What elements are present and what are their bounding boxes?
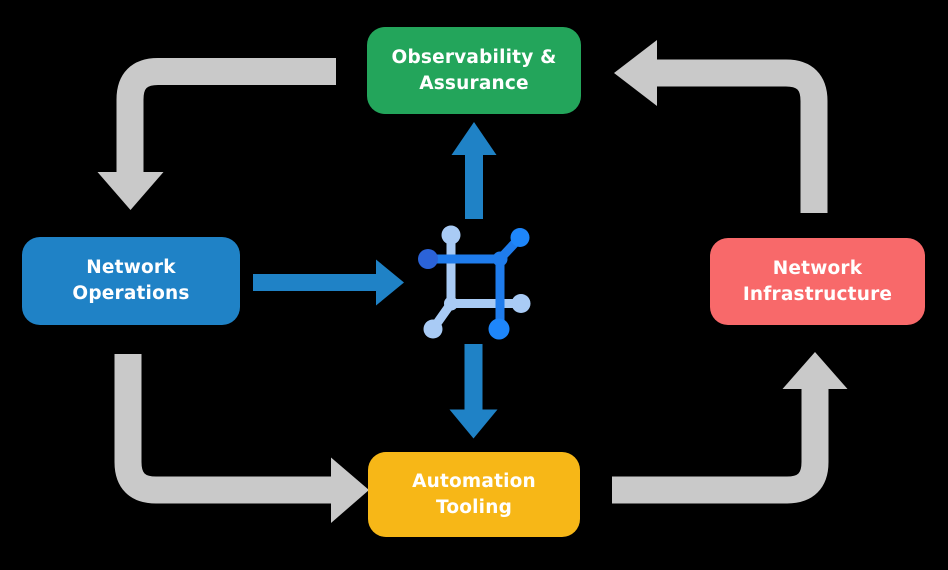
node-automation-tooling: Automation Tooling (368, 452, 580, 537)
network-fabric-icon (418, 225, 531, 340)
node-label-line: Automation (412, 470, 536, 492)
node-network-infrastructure: Network Infrastructure (710, 238, 925, 325)
node-label-line: Operations (72, 283, 190, 304)
arrow-observability-to-operations (97, 58, 336, 210)
node-label-line: Assurance (419, 72, 529, 94)
arrow-operations-to-automation (114, 354, 369, 523)
arrow-automation-to-infrastructure (612, 352, 848, 504)
arrow-operations-to-center (253, 259, 404, 306)
node-label-line: Observability & (391, 46, 557, 68)
node-label-line: Network (86, 257, 176, 278)
node-label-line: Tooling (435, 496, 513, 518)
arrow-infrastructure-to-observability (614, 40, 828, 213)
arrow-center-to-automation (449, 344, 498, 439)
node-network-operations: Network Operations (22, 237, 240, 325)
arrow-center-to-observability (451, 122, 497, 219)
node-label-line: Infrastructure (742, 283, 893, 305)
node-observability-assurance: Observability & Assurance (367, 27, 581, 114)
node-label-line: Network (772, 257, 863, 279)
